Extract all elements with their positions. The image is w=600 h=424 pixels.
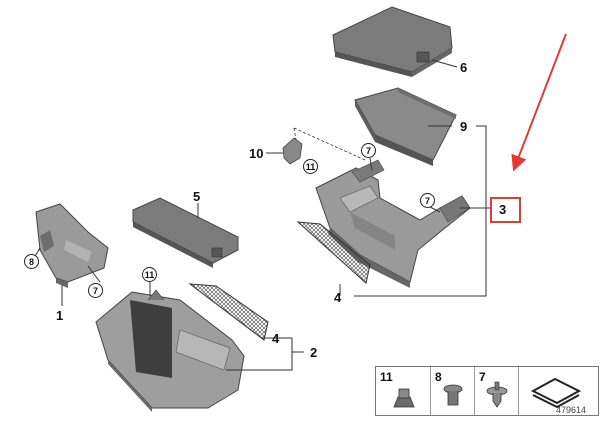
callout-1: 1 bbox=[56, 308, 64, 323]
callout-10: 10 bbox=[249, 146, 264, 161]
legend-num-7: 7 bbox=[479, 370, 486, 384]
legend-cell-8: 8 bbox=[431, 367, 475, 415]
highlight-box-part-3 bbox=[490, 197, 521, 223]
part-4-net-lower bbox=[188, 283, 269, 341]
callout-6: 6 bbox=[460, 60, 468, 75]
part-1-cover bbox=[35, 203, 109, 288]
callout-circled-11-top: 11 bbox=[303, 159, 318, 174]
fastener-legend: 11 8 7 bbox=[375, 366, 599, 416]
leader-lines bbox=[33, 59, 490, 371]
part-3-bracket bbox=[315, 159, 471, 288]
part-6-lid bbox=[332, 6, 453, 77]
legend-cell-7: 7 bbox=[475, 367, 519, 415]
clip-icon bbox=[443, 384, 463, 406]
callout-circled-7-right: 7 bbox=[420, 193, 435, 208]
red-arrow bbox=[511, 33, 567, 172]
callout-4-lower: 4 bbox=[272, 331, 280, 346]
part-10-clip bbox=[282, 127, 366, 165]
diagram-id: 479614 bbox=[556, 405, 587, 415]
callout-3: 3 bbox=[499, 202, 507, 217]
callout-4-upper: 4 bbox=[334, 290, 342, 305]
callout-circled-11-bottom: 11 bbox=[142, 267, 157, 282]
part-9-insert bbox=[354, 87, 457, 166]
callout-5: 5 bbox=[193, 189, 201, 204]
callout-2: 2 bbox=[310, 345, 318, 360]
part-5-pad bbox=[132, 197, 239, 268]
callout-circled-8: 8 bbox=[24, 254, 39, 269]
legend-num-11: 11 bbox=[380, 370, 393, 384]
legend-cell-seal bbox=[519, 367, 598, 415]
legend-num-8: 8 bbox=[435, 370, 442, 384]
legend-cell-11: 11 bbox=[376, 367, 431, 415]
callout-circled-7-left: 7 bbox=[88, 283, 103, 298]
part-2-tray bbox=[95, 289, 245, 412]
nut-icon bbox=[393, 388, 415, 408]
expanding-rivet-icon bbox=[486, 381, 508, 408]
seal-strip-icon bbox=[530, 377, 582, 409]
callout-circled-7-top: 7 bbox=[361, 143, 376, 158]
part-4-net-upper bbox=[296, 221, 371, 284]
callout-9: 9 bbox=[460, 119, 468, 134]
